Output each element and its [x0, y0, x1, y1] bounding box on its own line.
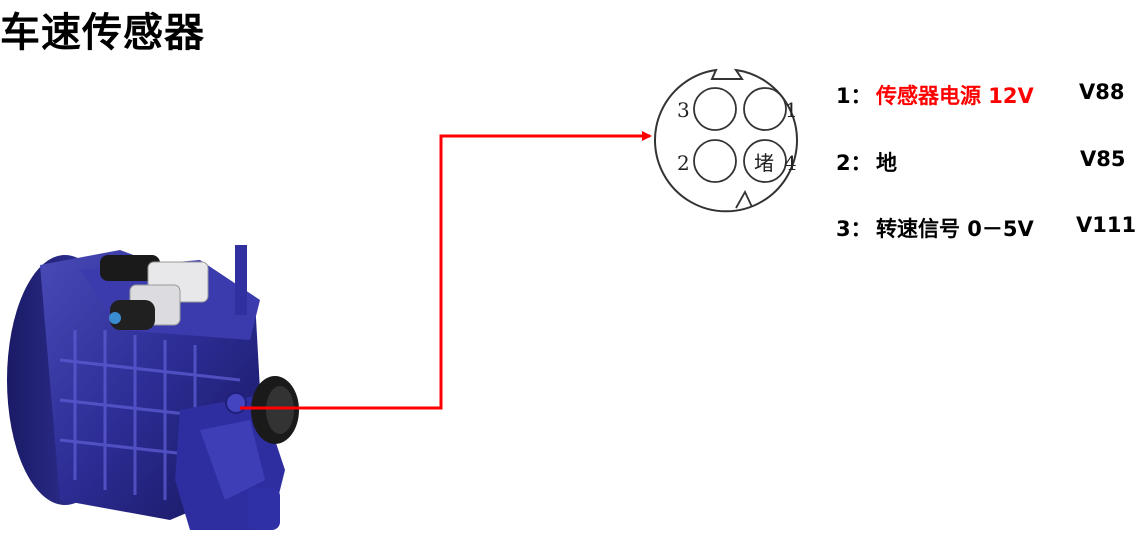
pin-number: 1：	[836, 84, 872, 108]
pin-code: V111	[1076, 213, 1137, 237]
pin-number: 2：	[836, 151, 872, 175]
pin-description: 地	[876, 151, 897, 175]
pin2-circle	[693, 139, 737, 183]
pin-row-3: 3：转速信号 0－5V V111	[836, 213, 1136, 243]
pin-description: 传感器电源 12V	[876, 84, 1034, 108]
pin1-circle	[743, 87, 787, 131]
pin2-label: 2	[677, 151, 690, 175]
pin-number: 3：	[836, 217, 872, 241]
pin3-label: 3	[677, 98, 690, 122]
pin-row-1: 1：传感器电源 12V V88	[836, 80, 1124, 110]
connector-bottom-notch	[735, 190, 753, 209]
pin1-label: 1	[785, 98, 798, 122]
pin4-circle	[743, 139, 787, 183]
connector-pinout: 3 1 2 4 堵	[654, 68, 798, 213]
page-title: 车速传感器	[0, 10, 205, 56]
pin3-circle	[693, 87, 737, 131]
connection-arrow	[240, 131, 652, 410]
connector-outline	[654, 68, 798, 213]
pin4-label: 4	[784, 151, 797, 175]
pin-description: 转速信号 0－5V	[876, 217, 1034, 241]
pin-row-2: 2：地 V85	[836, 147, 1125, 177]
pin-code: V85	[1080, 147, 1126, 171]
pin-code: V88	[1079, 80, 1125, 104]
gearbox-illustration	[7, 245, 299, 530]
plug-label: 堵	[754, 151, 774, 175]
